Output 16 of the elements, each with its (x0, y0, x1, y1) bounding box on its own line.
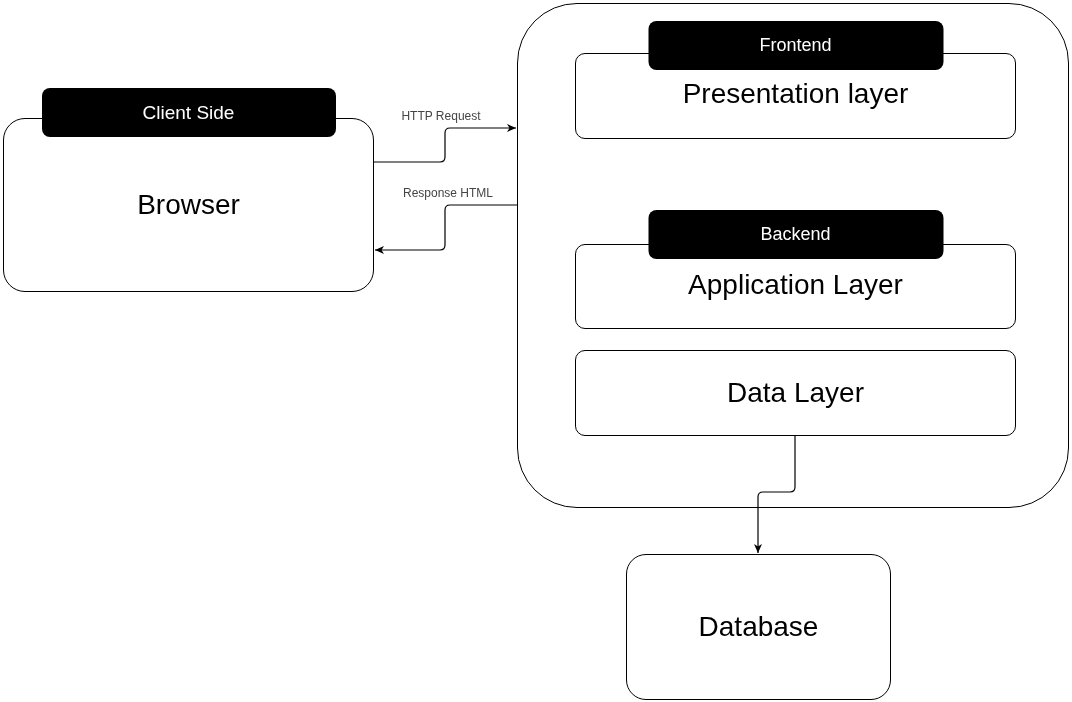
rounded-box (575, 350, 1016, 436)
node-label: Data Layer (727, 377, 864, 409)
arrow (373, 124, 517, 163)
node-label: Presentation layer (682, 78, 909, 110)
arrow (374, 204, 518, 254)
node-label: Database (698, 611, 819, 643)
node-label: Browser (137, 189, 240, 221)
arrow (754, 434, 796, 554)
header-tab: Client Side (41, 88, 336, 137)
node-label: Application Layer (688, 269, 903, 301)
header-tab: Frontend (648, 21, 943, 70)
edge-label: HTTP Request (399, 109, 483, 123)
rounded-box (626, 554, 891, 700)
edge-label: Response HTML (401, 186, 495, 200)
container-box (517, 3, 1069, 508)
header-tab: Backend (648, 210, 943, 259)
